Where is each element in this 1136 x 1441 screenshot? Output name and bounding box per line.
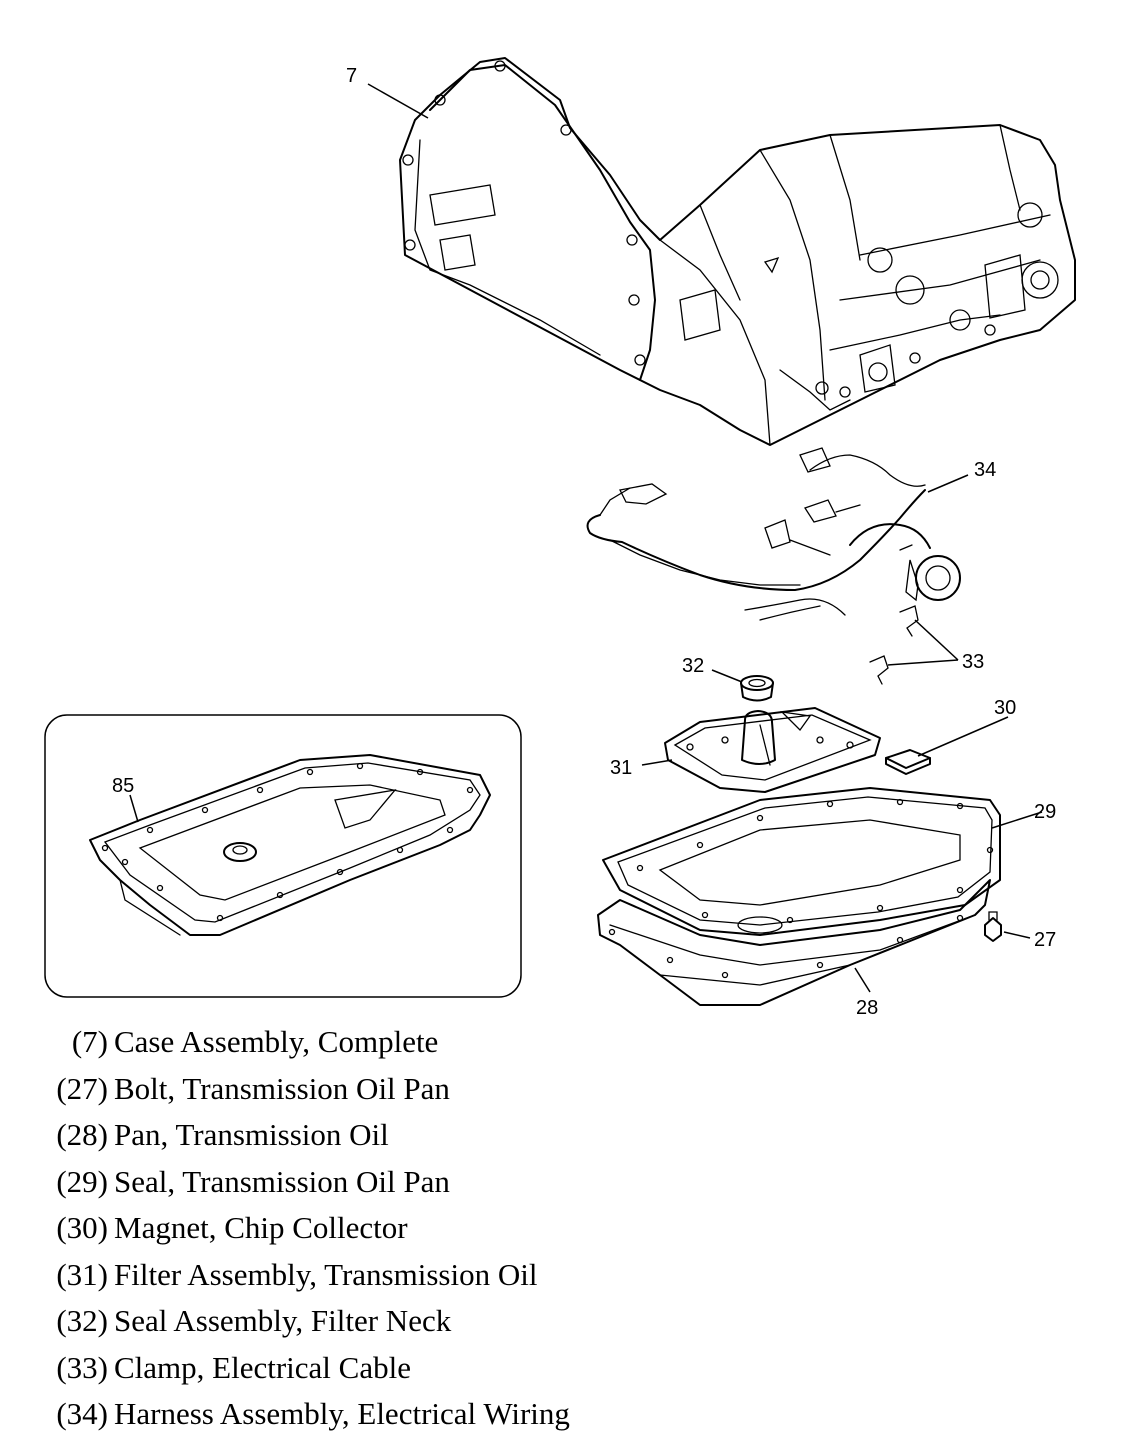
callout-28: 28 [856,997,878,1019]
legend-item: (29)Seal, Transmission Oil Pan [48,1162,570,1209]
callout-32: 32 [682,655,704,677]
inset-panel [44,714,522,998]
legend-item: (27)Bolt, Transmission Oil Pan [48,1069,570,1116]
legend-number: (7) [71,1024,108,1059]
legend-text: Seal, Transmission Oil Pan [114,1163,450,1199]
parts-legend: (7)Case Assembly, Complete (27)Bolt, Tra… [48,1022,570,1441]
legend-item: (7)Case Assembly, Complete [48,1022,570,1069]
leader-lines [129,83,1043,993]
oil-filter-drawing [664,707,881,793]
callout-29: 29 [1034,801,1056,823]
oil-pan-drawing [597,879,991,1006]
legend-text: Bolt, Transmission Oil Pan [114,1070,450,1106]
wiring-harness-drawing [586,447,961,685]
transmission-case-drawing [399,57,1076,446]
legend-text: Magnet, Chip Collector [114,1210,408,1245]
legend-text: Harness Assembly, Electrical Wiring [114,1396,570,1431]
callout-30: 30 [994,697,1016,719]
legend-text: Seal Assembly, Filter Neck [114,1303,452,1338]
callout-7: 7 [346,65,357,87]
legend-text: Pan, Transmission Oil [114,1117,389,1152]
legend-item: (31)Filter Assembly, Transmission Oil [48,1255,570,1302]
inset-oil-pan-drawing [89,754,491,936]
legend-item: (30)Magnet, Chip Collector [48,1208,570,1255]
legend-number: (31) [56,1256,108,1292]
chip-magnet-drawing [885,749,931,775]
callout-27: 27 [1034,929,1056,951]
callout-85: 85 [112,775,134,797]
legend-number: (34) [56,1396,108,1431]
legend-text: Clamp, Electrical Cable [114,1349,411,1385]
legend-number: (30) [56,1210,108,1245]
filter-neck-seal-drawing [740,675,774,702]
pan-bolt-drawing [984,911,1002,942]
legend-text: Filter Assembly, Transmission Oil [114,1256,538,1292]
pan-gasket-drawing [602,787,1001,936]
legend-number: (27) [56,1070,108,1106]
legend-item: (32)Seal Assembly, Filter Neck [48,1301,570,1348]
legend-number: (29) [56,1163,108,1199]
legend-text: Case Assembly, Complete [114,1024,439,1059]
callout-33: 33 [962,651,984,673]
legend-item: (34)Harness Assembly, Electrical Wiring [48,1394,570,1441]
legend-number: (32) [56,1303,108,1338]
legend-item: (28)Pan, Transmission Oil [48,1115,570,1162]
callout-31: 31 [610,757,632,779]
callout-34: 34 [974,459,996,481]
legend-number: (33) [56,1349,108,1385]
legend-item: (33)Clamp, Electrical Cable [48,1348,570,1395]
legend-number: (28) [56,1117,108,1152]
